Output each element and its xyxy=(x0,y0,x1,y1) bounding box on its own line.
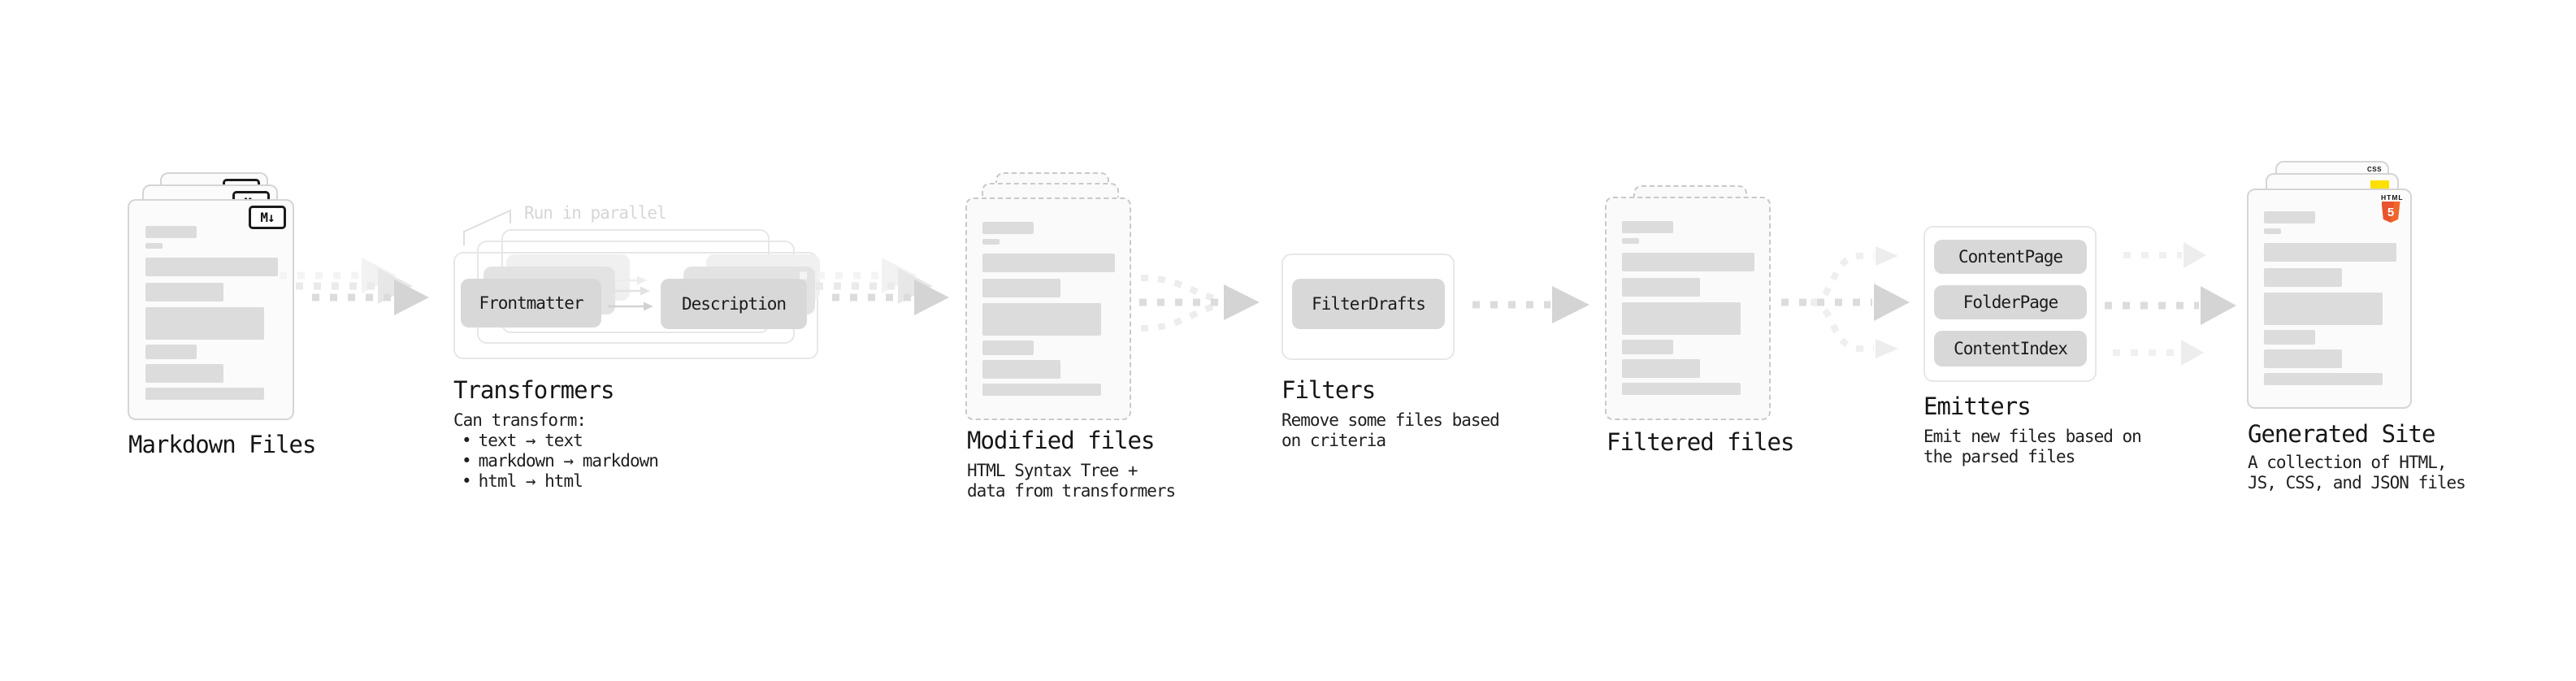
html5-icon: HTML 5 xyxy=(2381,194,2403,223)
file-card-front: M↓ xyxy=(128,199,294,420)
filters-caption: Remove some files based on criteria xyxy=(1281,410,1500,450)
bullet-item: •text → text xyxy=(462,431,583,450)
emitters-title: Emitters xyxy=(1923,393,2032,420)
placeholder-text-lines xyxy=(1622,221,1754,395)
parallel-run-arrows xyxy=(608,275,653,311)
generated-site-title: Generated Site xyxy=(2248,420,2435,448)
file-card-front: HTML 5 xyxy=(2247,189,2412,409)
flow-arrow-single xyxy=(1472,286,1589,323)
transformers-caption: Can transform: •text → text •markdown → … xyxy=(453,410,659,492)
modified-files-title: Modified files xyxy=(967,427,1155,454)
filtered-files-title: Filtered files xyxy=(1607,428,1794,456)
transformer-box-front xyxy=(453,252,818,359)
js-file-icon xyxy=(2370,180,2389,191)
caption-heading: Can transform: xyxy=(453,410,587,430)
description-pill: Description xyxy=(661,279,807,329)
emitters-caption: Emit new files based on the parsed files xyxy=(1923,427,2142,466)
transformers-title: Transformers xyxy=(453,376,615,404)
frontmatter-pill: Frontmatter xyxy=(461,279,601,327)
filters-title: Filters xyxy=(1281,376,1376,404)
flow-arrow-diverge xyxy=(1781,246,1910,358)
placeholder-text-lines xyxy=(145,226,278,400)
file-card-front xyxy=(1605,197,1771,420)
flow-arrow-converge xyxy=(1139,275,1260,332)
markdown-files-title: Markdown Files xyxy=(128,431,316,458)
flow-arrow-triple xyxy=(2105,242,2236,366)
placeholder-text-lines xyxy=(982,222,1115,396)
file-card-front xyxy=(965,197,1131,420)
generated-site-caption: A collection of HTML, JS, CSS, and JSON … xyxy=(2248,453,2466,492)
flow-arrow-stacked xyxy=(280,258,429,315)
markdown-icon: M↓ xyxy=(249,206,286,229)
bullet-item: •markdown → markdown xyxy=(462,451,659,471)
modified-files-caption: HTML Syntax Tree + data from transformer… xyxy=(967,461,1176,501)
flow-arrow-stacked xyxy=(800,258,949,315)
content-index-pill: ContentIndex xyxy=(1934,331,2087,367)
content-page-pill: ContentPage xyxy=(1934,240,2087,274)
note-leader-line xyxy=(463,209,511,245)
placeholder-text-lines xyxy=(2264,211,2396,385)
run-in-parallel-note: Run in parallel xyxy=(524,203,667,223)
filter-drafts-pill: FilterDrafts xyxy=(1292,279,1445,329)
folder-page-pill: FolderPage xyxy=(1934,285,2087,319)
bullet-item: •html → html xyxy=(462,471,583,491)
